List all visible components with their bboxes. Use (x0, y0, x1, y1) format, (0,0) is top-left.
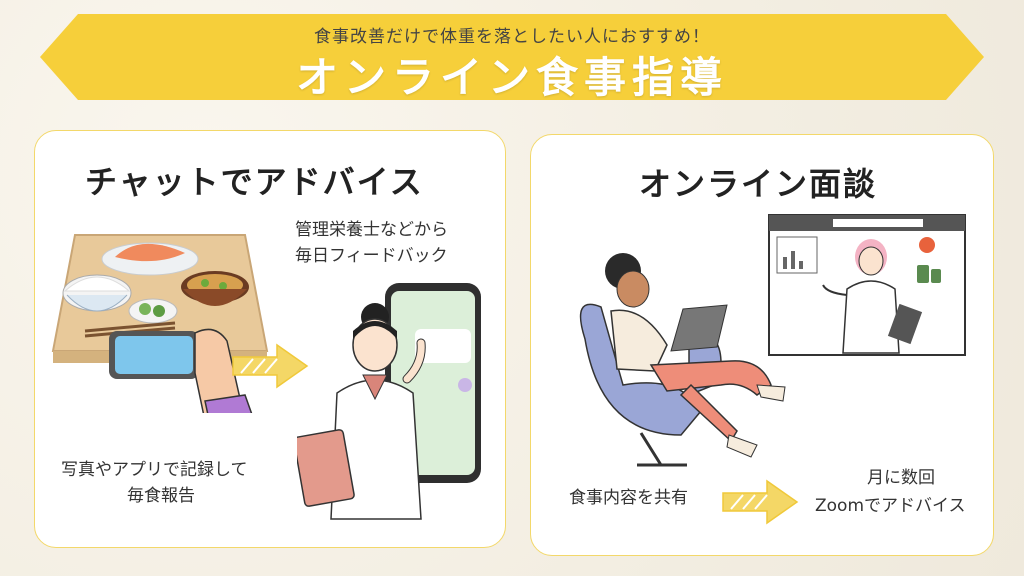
online-meeting-card: オンライン面談 食事内容を共有 (530, 134, 994, 556)
banner-title: オンライン食事指導 (295, 53, 728, 102)
video-call-window-illustration (768, 214, 966, 356)
banner-shape (40, 14, 984, 100)
record-note-line2: 毎食報告 (127, 486, 195, 506)
record-note-line1: 写真やアプリで記録して (61, 460, 248, 480)
advice-note-line2: 毎日フィードバック (295, 246, 448, 266)
nutritionist-phone-illustration (297, 283, 481, 520)
chat-advice-title: チャットでアドバイス (85, 163, 424, 201)
arrow-icon (232, 343, 309, 389)
woman-laptop-illustration (579, 253, 786, 467)
meal-tray-illustration (51, 234, 269, 413)
header-banner: 食事改善だけで体重を落としたい人におすすめ！ オンライン食事指導 (40, 14, 984, 102)
advice-note-line1: 管理栄養士などから (295, 220, 448, 240)
advice-note-line2: Zoomでアドバイス (815, 496, 966, 516)
chat-advice-card: チャットでアドバイス 管理栄養士などから 毎日フィードバック (34, 130, 506, 548)
arrow-icon (722, 479, 799, 525)
share-note: 食事内容を共有 (569, 488, 688, 508)
banner-subtitle: 食事改善だけで体重を落としたい人におすすめ！ (314, 27, 710, 47)
online-meeting-title: オンライン面談 (639, 165, 878, 203)
advice-note-line1: 月に数回 (867, 468, 935, 488)
